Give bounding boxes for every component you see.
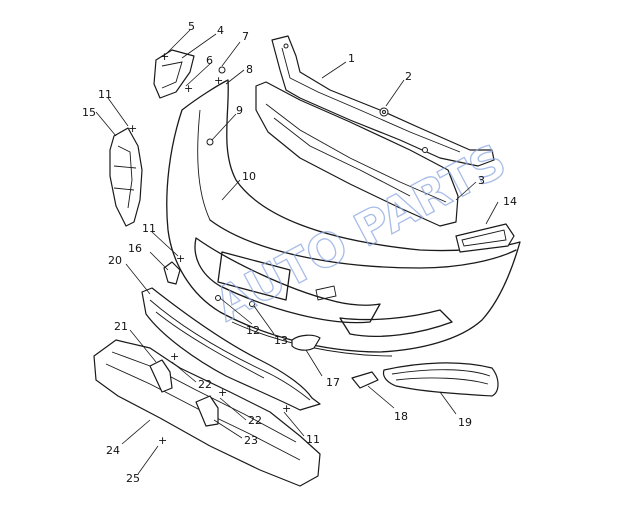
callout-labels: 1 2 3 4 5 6 7 8 9 10 11 11 11 12 13 14 1… [82, 20, 517, 485]
svg-text:+: + [218, 386, 227, 399]
callout-15: 15 [82, 106, 96, 119]
part-19-lamp [382, 362, 499, 397]
callout-8: 8 [246, 63, 253, 76]
callout-11-top: 11 [98, 88, 112, 101]
callout-10: 10 [242, 170, 256, 183]
callout-14: 14 [503, 195, 517, 208]
callout-23: 23 [244, 434, 258, 447]
svg-text:+: + [170, 350, 179, 363]
callout-6: 6 [206, 54, 213, 67]
svg-text:+: + [214, 74, 223, 87]
callout-25: 25 [126, 472, 140, 485]
callout-11-bottom: 11 [306, 433, 320, 446]
svg-text:+: + [184, 82, 193, 95]
callout-19: 19 [458, 416, 472, 429]
callout-24: 24 [106, 444, 120, 457]
part-20-lower-grille [141, 287, 321, 411]
svg-text:+: + [282, 402, 291, 415]
callout-11-mid: 11 [142, 222, 156, 235]
svg-text:+: + [128, 122, 137, 135]
part-23-bracket [195, 395, 219, 427]
part-18-cap [351, 371, 379, 389]
svg-text:+: + [176, 252, 185, 265]
callout-4: 4 [217, 24, 224, 37]
part-4-bracket [153, 49, 195, 99]
part-16-plug [163, 261, 181, 285]
part-3-absorber [255, 81, 459, 227]
callout-13: 13 [274, 334, 288, 347]
part-17-fog-cover [291, 334, 321, 351]
part-21-bracket [149, 359, 173, 393]
part-1-upper-bracket [271, 35, 495, 167]
callout-3: 3 [478, 174, 485, 187]
callout-12: 12 [246, 324, 260, 337]
callout-21: 21 [114, 320, 128, 333]
callout-18: 18 [394, 410, 408, 423]
callout-22-bottom: 22 [248, 414, 262, 427]
part-14-marker [455, 223, 515, 253]
svg-text:+: + [158, 434, 167, 447]
svg-text:+: + [160, 50, 169, 63]
callout-17: 17 [326, 376, 340, 389]
callout-2: 2 [405, 70, 412, 83]
callout-9: 9 [236, 104, 243, 117]
callout-7: 7 [242, 30, 249, 43]
callout-16: 16 [128, 242, 142, 255]
callout-1: 1 [348, 52, 355, 65]
callout-5: 5 [188, 20, 195, 33]
fasteners: + + + + + + + + + [128, 50, 291, 447]
callout-22-top: 22 [198, 378, 212, 391]
callout-20: 20 [108, 254, 122, 267]
leader-lines [95, 29, 499, 475]
part-2-clip [379, 107, 389, 117]
part-15-side-bracket [109, 127, 143, 227]
